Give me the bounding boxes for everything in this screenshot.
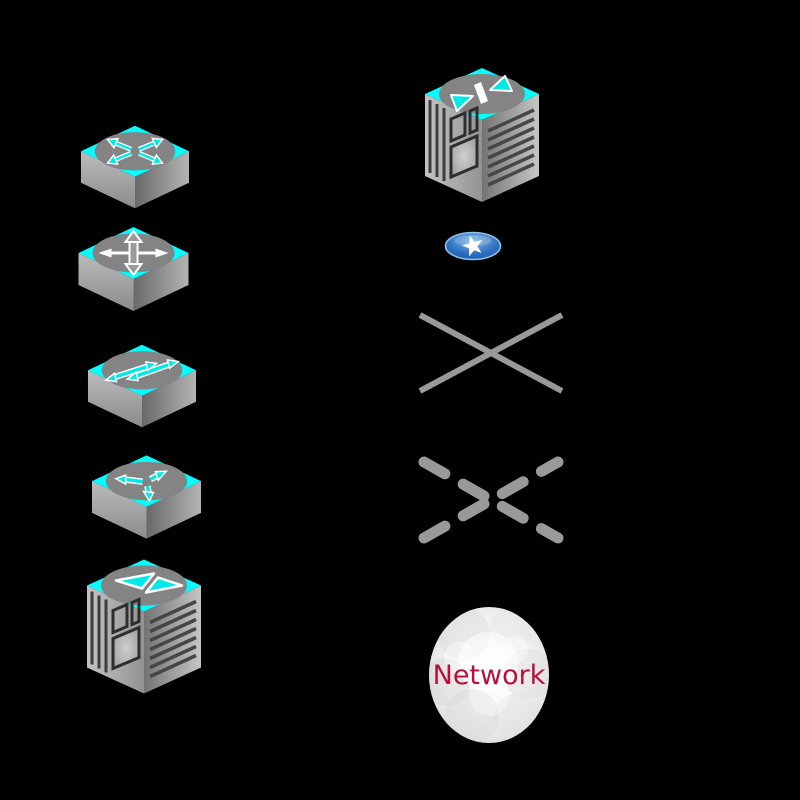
flat-switch-opposing-arrows	[87, 343, 197, 429]
device-left-face	[87, 370, 142, 428]
bowtie-bar-glyph	[450, 75, 513, 112]
blue-star-badge	[444, 231, 502, 261]
flat-hub-three-arrows	[91, 453, 202, 541]
device-left-face	[91, 481, 147, 539]
lightning-bowtie-glyph	[114, 572, 184, 594]
flat-router-cross-arrows	[77, 226, 190, 312]
network-label: Network	[433, 660, 546, 691]
star-icon	[462, 235, 483, 257]
dual-arrows-glyph	[103, 359, 181, 383]
device-right-face	[135, 151, 190, 209]
dashed-x-connector	[416, 454, 566, 546]
device-left-face	[78, 253, 134, 311]
cross-arrows-glyph	[98, 229, 169, 277]
tower-server-lightning-bowtie	[86, 556, 202, 697]
tower-server-horizontal-bowtie	[424, 66, 540, 204]
crossed-lines	[418, 312, 564, 394]
front-panel-details	[428, 100, 479, 181]
network-cloud: Network	[426, 604, 552, 746]
side-vent-stripes	[149, 599, 197, 679]
three-arrows-glyph	[113, 470, 169, 503]
device-top-circle	[94, 132, 176, 171]
device-right-face	[146, 481, 202, 539]
device-right-face	[142, 370, 197, 428]
device-left-face	[80, 151, 135, 209]
side-vent-stripes	[487, 108, 535, 187]
flat-switch-diagonal-arrows	[80, 124, 190, 210]
diagonal-arrows-glyph	[106, 137, 164, 166]
front-panel-details	[90, 591, 141, 673]
solid-x-connector	[417, 312, 565, 394]
device-right-face	[133, 253, 189, 311]
crossed-dashed-lines	[418, 456, 564, 544]
